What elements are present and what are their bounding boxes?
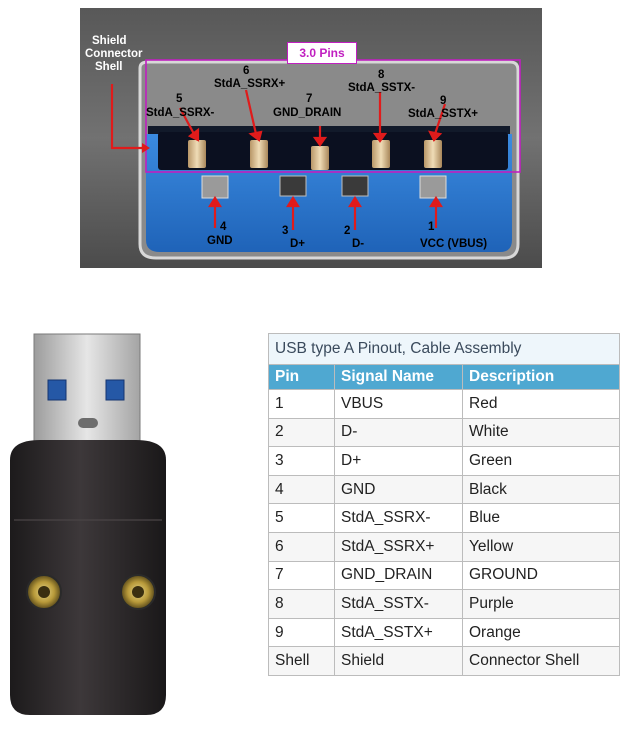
header-signal-name: Signal Name [334,364,463,390]
cell-signal: GND_DRAIN [334,560,463,591]
cell-pin: 8 [268,589,335,619]
cell-description: Blue [462,503,620,533]
pin9-name: StdA_SSTX+ [408,108,478,120]
connector-photo-graphic [80,8,542,268]
cell-signal: StdA_SSRX+ [334,531,463,562]
cell-description: GROUND [462,560,620,591]
pin5-name: StdA_SSRX- [146,107,215,119]
cell-description: Orange [462,617,620,648]
cell-pin: 7 [268,560,335,591]
pin6-number: 6 [243,65,250,77]
table-row: 4 GND Black [268,474,620,505]
cell-pin: 1 [268,389,335,419]
pin7-number: 7 [306,93,313,105]
pin8-name: StdA_SSTX- [348,82,416,94]
pin1-name: VCC (VBUS) [420,238,488,250]
pin2-name: D- [352,238,365,250]
cell-description: White [462,417,620,448]
cell-signal: StdA_SSTX+ [334,617,463,648]
cell-pin: 3 [268,446,335,476]
table-row: 2 D- White [268,417,620,448]
usb-connector-diagram: 3.0 Pins Shield Connector Shell 5 StdA_S… [80,8,542,268]
pin2-number: 2 [344,225,351,237]
cell-description: Green [462,446,620,476]
cell-pin: 6 [268,531,335,562]
cell-description: Connector Shell [462,646,620,676]
cell-signal: VBUS [334,389,463,419]
pin8-number: 8 [378,69,385,81]
pin1-number: 1 [428,221,435,233]
cell-description: Red [462,389,620,419]
pin3-number: 3 [282,225,289,237]
pin4-number: 4 [220,221,227,233]
pinout-table: USB type A Pinout, Cable Assembly Pin Si… [268,333,620,676]
header-description: Description [462,364,620,390]
pin4-name: GND [207,235,233,247]
shield-label-line2: Connector [85,48,143,60]
header-pin: Pin [268,364,335,390]
table-row: 1 VBUS Red [268,389,620,419]
table-row: Shell Shield Connector Shell [268,646,620,676]
pin9-number: 9 [440,95,447,107]
shield-label-line1: Shield [92,35,127,47]
pin7-name: GND_DRAIN [273,107,342,119]
usb-stick-graphic [10,333,166,715]
usb-stick-photo [0,320,200,720]
table-row: 7 GND_DRAIN GROUND [268,560,620,591]
table-row: 8 StdA_SSTX- Purple [268,589,620,619]
cell-signal: D- [334,417,463,448]
cell-pin: 2 [268,417,335,448]
pin6-name: StdA_SSRX+ [214,78,286,90]
cell-pin: 9 [268,617,335,648]
pin5-number: 5 [176,93,183,105]
cell-signal: GND [334,474,463,505]
table-row: 5 StdA_SSRX- Blue [268,503,620,533]
cell-pin: 5 [268,503,335,533]
cell-description: Yellow [462,531,620,562]
cell-signal: StdA_SSTX- [334,589,463,619]
cell-pin: 4 [268,474,335,505]
cell-description: Black [462,474,620,505]
pinout-table-title: USB type A Pinout, Cable Assembly [268,333,620,364]
pin3-name: D+ [290,238,306,250]
cell-signal: D+ [334,446,463,476]
cell-description: Purple [462,589,620,619]
cell-signal: Shield [334,646,463,676]
table-header-row: Pin Signal Name Description [268,364,620,390]
table-row: 3 D+ Green [268,446,620,476]
cell-pin: Shell [268,646,335,676]
usb3-pins-badge: 3.0 Pins [287,42,357,64]
shield-label-line3: Shell [95,61,123,73]
cell-signal: StdA_SSRX- [334,503,463,533]
table-row: 9 StdA_SSTX+ Orange [268,617,620,648]
table-row: 6 StdA_SSRX+ Yellow [268,531,620,562]
